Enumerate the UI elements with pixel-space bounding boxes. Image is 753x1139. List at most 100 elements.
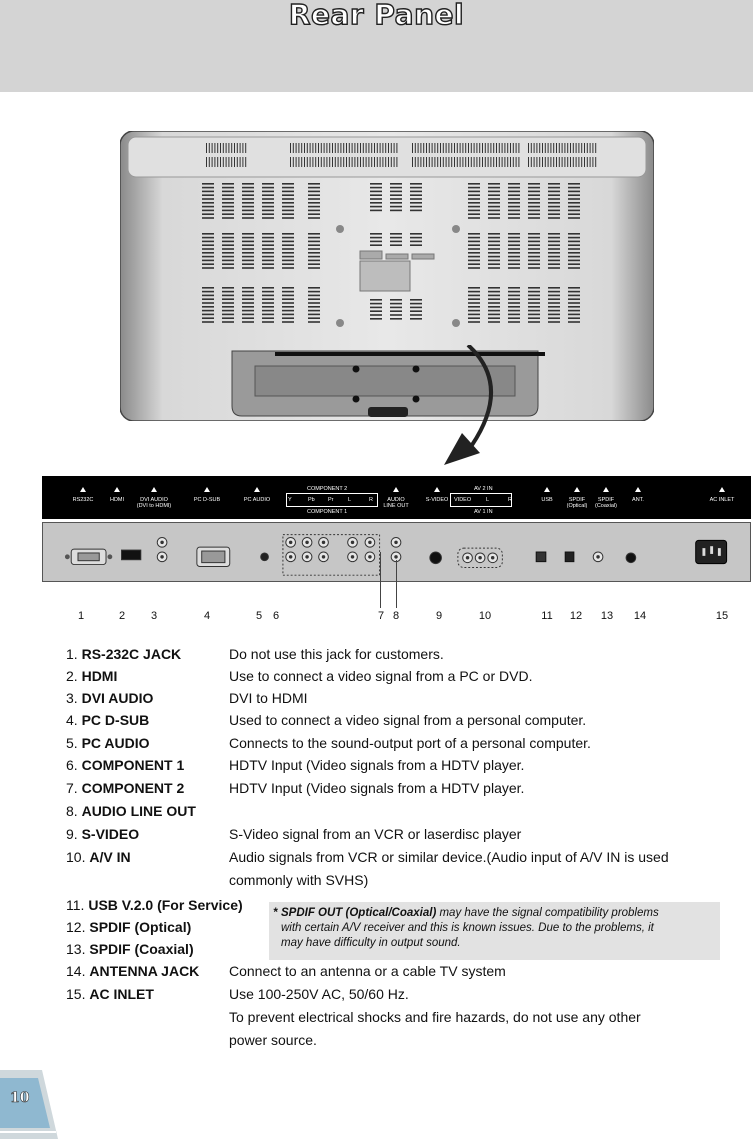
strip-label: PC D-SUB [193, 497, 221, 503]
hdmi-port[interactable] [120, 549, 142, 561]
dvi-audio-ports[interactable] [156, 537, 168, 563]
item-label: 15. AC INLET [66, 986, 154, 1003]
port-number: 5 [255, 610, 263, 622]
ac-inlet[interactable] [695, 539, 728, 565]
item-label: 7. COMPONENT 2 [66, 780, 184, 797]
spdif-optical-port[interactable] [564, 551, 575, 563]
item-name: RS-232C JACK [81, 646, 182, 662]
item-number: 3. [66, 690, 78, 706]
component-pr-label: Pr [328, 497, 334, 503]
strip-label: PC AUDIO [243, 497, 271, 503]
page-header: Rear Panel [0, 0, 753, 92]
av-1-label: AV 1 IN [474, 509, 493, 515]
item-name: COMPONENT 2 [81, 780, 185, 796]
port-number: 8 [392, 610, 400, 622]
strip-pointer [80, 487, 86, 492]
usb-port[interactable] [535, 551, 547, 563]
item-number: 5. [66, 735, 78, 751]
strip-pointer [114, 487, 120, 492]
item-label: 13. SPDIF (Coaxial) [66, 941, 194, 958]
item-description: Audio signals from VCR or similar device… [229, 849, 669, 865]
av-r-label: R [508, 497, 512, 503]
item-label: 11. USB V.2.0 (For Service) [66, 897, 243, 914]
strip-pointer [393, 487, 399, 492]
rs232c-port[interactable] [64, 548, 113, 566]
item-description: Connect to an antenna or a cable TV syst… [229, 963, 506, 979]
port-number: 12 [569, 610, 583, 622]
port-number: 10 [478, 610, 492, 622]
item-description: Use to connect a video signal from a PC … [229, 668, 533, 684]
antenna-port[interactable] [625, 552, 637, 564]
spdif-coaxial-port[interactable] [592, 551, 604, 563]
note-bold: SPDIF OUT (Optical/Coaxial) [281, 907, 437, 919]
strip-pointer [544, 487, 550, 492]
pc-dsub-port[interactable] [196, 546, 231, 567]
item-description: S-Video signal from an VCR or laserdisc … [229, 826, 522, 842]
item-name: S-VIDEO [81, 826, 140, 842]
item-name: AC INLET [89, 986, 154, 1002]
spdif-note: * SPDIF OUT (Optical/Coaxial) may have t… [269, 902, 720, 960]
item-number: 1. [66, 646, 78, 662]
item-name: PC D-SUB [81, 712, 150, 728]
port-number: 9 [435, 610, 443, 622]
page-number-badge [0, 1070, 58, 1139]
item-number: 11. [66, 897, 85, 913]
item-number: 2. [66, 668, 78, 684]
port-number: 15 [715, 610, 729, 622]
item-name: PC AUDIO [81, 735, 150, 751]
s-video-port[interactable] [429, 551, 442, 565]
item-number: 15. [66, 986, 86, 1002]
port-number: 7 [377, 610, 385, 622]
page-title: Rear Panel [288, 0, 465, 32]
strip-label: SPDIF (Optical) [566, 497, 588, 509]
port-number: 4 [203, 610, 211, 622]
component-ports[interactable] [285, 537, 376, 563]
item-label: 6. COMPONENT 1 [66, 757, 184, 774]
av-l-label: L [486, 497, 490, 503]
tv-rear-illustration [120, 131, 654, 421]
item-name: AUDIO LINE OUT [81, 803, 196, 819]
item-label: 9. S-VIDEO [66, 826, 139, 843]
av-in-ports[interactable] [457, 547, 503, 568]
component-y-label: Y [288, 497, 292, 503]
item-label: 1. RS-232C JACK [66, 646, 181, 663]
strip-label: S-VIDEO [425, 497, 449, 503]
item-name: ANTENNA JACK [89, 963, 200, 979]
item-name: SPDIF (Coaxial) [89, 941, 194, 957]
item-label: 5. PC AUDIO [66, 735, 150, 752]
strip-pointer [434, 487, 440, 492]
item-number: 7. [66, 780, 78, 796]
item-number: 8. [66, 803, 78, 819]
page-number: 10 [10, 1090, 30, 1107]
strip-pointer [635, 487, 641, 492]
item-number: 4. [66, 712, 78, 728]
item-name: COMPONENT 1 [81, 757, 185, 773]
item-number: 9. [66, 826, 78, 842]
port-number: 6 [272, 610, 280, 622]
component-r-label: R [369, 497, 373, 503]
item-description: HDTV Input (Video signals from a HDTV pl… [229, 780, 525, 796]
av-video-label: VIDEO [454, 497, 472, 503]
pc-audio-port[interactable] [260, 552, 269, 562]
component-2-label: COMPONENT 2 [307, 486, 348, 492]
item-name: USB V.2.0 (For Service) [88, 897, 243, 913]
strip-pointer [254, 487, 260, 492]
port-number: 3 [150, 610, 158, 622]
item-description: To prevent electrical shocks and fire ha… [229, 1009, 641, 1025]
item-name: A/V IN [89, 849, 131, 865]
note-line3: may have difficulty in output sound. [281, 937, 461, 949]
item-description: Do not use this jack for customers. [229, 646, 444, 662]
port-number: 14 [633, 610, 647, 622]
strip-pointer [151, 487, 157, 492]
pointer-arrow [444, 345, 493, 465]
item-number: 14. [66, 963, 86, 979]
strip-label: RS232C [72, 497, 94, 503]
port-number: 13 [600, 610, 614, 622]
audio-line-out-ports[interactable] [390, 537, 402, 563]
strip-label: USB [541, 497, 553, 503]
rear-label-strip: COMPONENT 2 COMPONENT 1 Y Pb Pr L R AV 2… [42, 476, 751, 519]
item-label: 10. A/V IN [66, 849, 131, 866]
item-description: HDTV Input (Video signals from a HDTV pl… [229, 757, 525, 773]
note-star: * [273, 907, 278, 919]
port-number: 1 [77, 610, 85, 622]
